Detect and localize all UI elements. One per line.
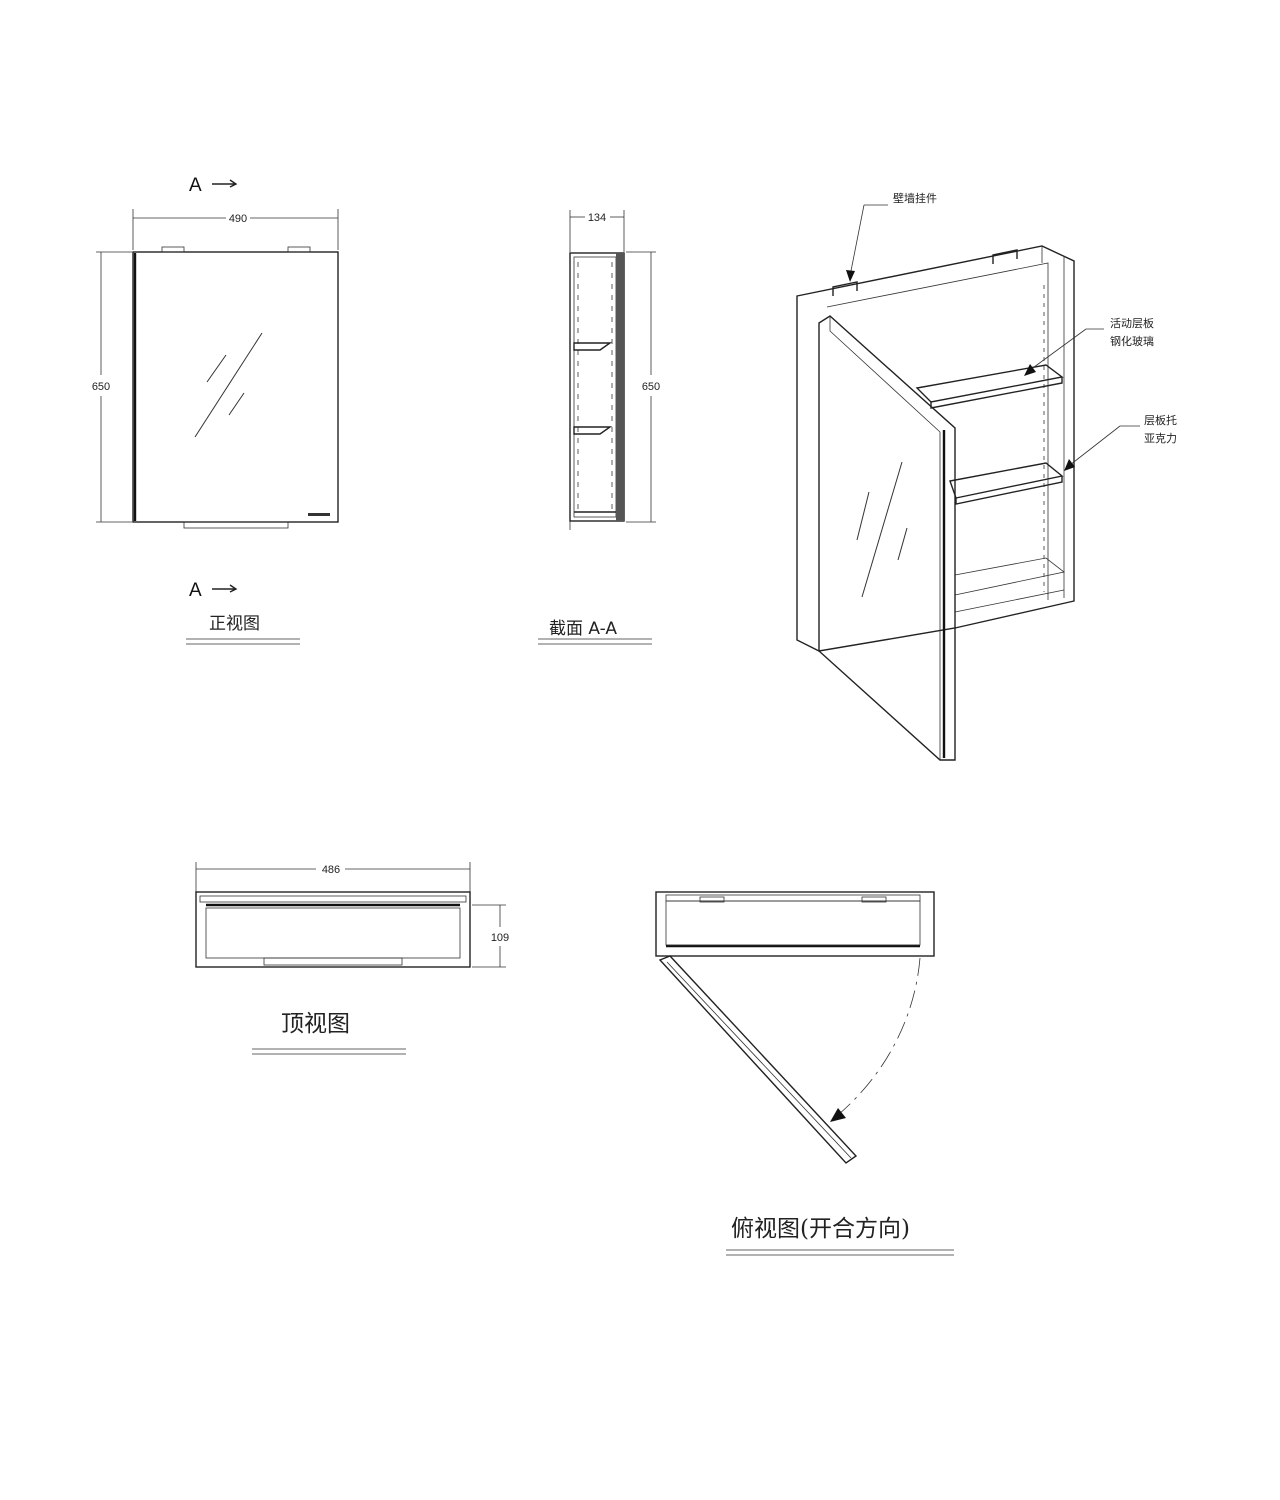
bottom-light-bar [183,521,289,529]
cabinet-front-outline [132,251,339,523]
front-width-dimension: 490 [132,209,339,250]
top-depth-dimension: 109 [472,904,509,968]
callout-shelf-line2: 钢化玻璃 [1110,334,1154,348]
section-marker-bottom-label: A [189,580,202,601]
top-width-value: 486 [322,864,340,876]
section-view: 134 650 截面 A-A [538,210,660,645]
iso-mirror-reflection-icon [856,461,908,598]
section-height-dimension: 650 [626,251,660,523]
front-width-value: 490 [229,213,247,225]
callout-shelf-line1: 活动层板 [1110,316,1154,330]
front-view: A 490 650 [92,175,339,645]
section-depth-value: 134 [588,212,606,224]
iso-wall-hanger-right [992,249,1018,264]
section-arrow-top-icon [212,179,238,188]
section-arrow-bottom-icon [212,584,238,593]
cabinet-iso-body [796,245,1075,652]
isometric-view: 壁墙挂件 活动层板 钢化玻璃 层板托 亚克力 [796,191,1177,761]
top-width-dimension: 486 [195,862,471,892]
top-depth-value: 109 [491,932,509,944]
iso-open-door [818,315,956,761]
mirror-reflection-icon [194,332,263,438]
section-view-caption: 截面 A-A [549,619,617,639]
top-view: 486 109 顶视图 [195,862,509,1055]
door-swing-arc [837,957,921,1116]
callout-wall-hanger: 壁墙挂件 [893,191,937,205]
top-view-outline [195,891,471,968]
callout-support-line2: 亚克力 [1144,432,1177,445]
glass-shelf-lower [573,426,613,435]
plan-view: 俯视图(开合方向) [655,891,954,1256]
section-height-value: 650 [642,381,660,393]
top-view-caption: 顶视图 [281,1011,350,1037]
wall-hanger-right [287,246,311,253]
iso-wall-hanger-left [832,281,858,296]
swing-arrow-icon [830,1108,846,1122]
callout-support-line1: 层板托 [1144,413,1177,427]
front-height-value: 650 [92,381,110,393]
front-height-dimension: 650 [92,251,132,523]
plan-cabinet-outline [655,891,935,957]
section-depth-dimension: 134 [569,210,625,252]
wall-hanger-left [161,246,185,253]
plan-open-door [658,955,858,1164]
brand-logo-mark [308,513,330,516]
section-marker-top-label: A [189,175,202,196]
plan-view-caption: 俯视图(开合方向) [731,1216,910,1242]
glass-shelf-upper [573,342,613,351]
front-view-caption: 正视图 [209,614,260,634]
iso-shelf-lower [949,462,1064,499]
door-section [616,253,624,521]
